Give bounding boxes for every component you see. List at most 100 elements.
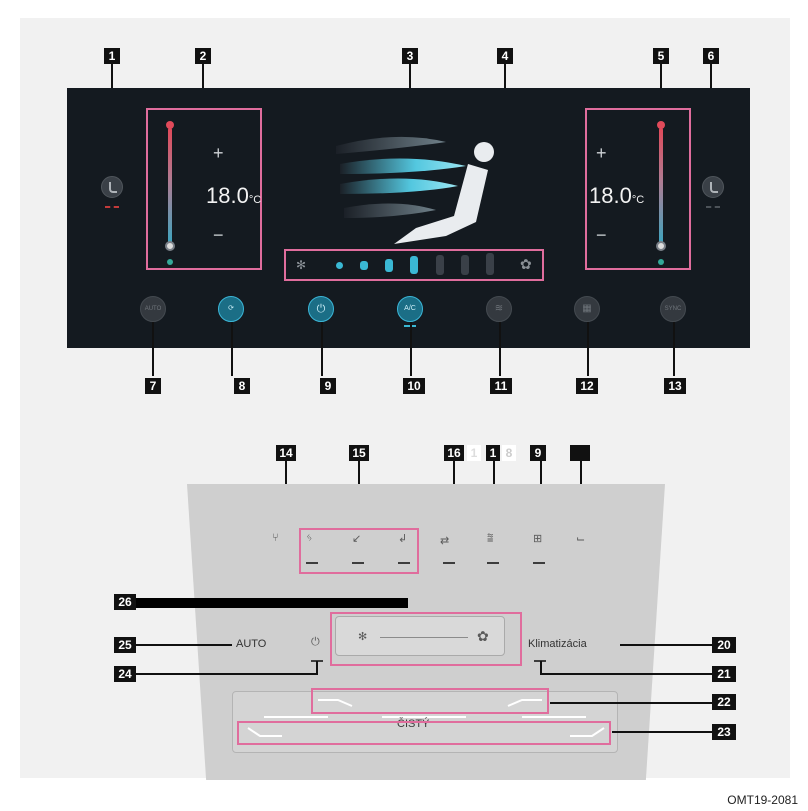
callout-20: 20 [712,637,736,653]
callout-17: 1 [467,445,481,461]
left-temp-minus-button[interactable]: − [213,226,224,244]
callout-2: 2 [195,48,211,64]
fan-level-5[interactable] [436,255,444,275]
feet-vent-indicator [398,562,410,564]
leader-13 [673,322,675,376]
callout-9: 9 [320,378,336,394]
leader-21 [540,673,712,675]
callout-8: 8 [234,378,250,394]
callout-18a: 1 [486,445,500,461]
leader-9 [321,322,323,376]
airflow-seat-graphic [326,124,506,254]
body-vent-indicator [352,562,364,564]
callout-23: 23 [712,724,736,740]
front-defrost-button[interactable]: ≋ [486,296,512,322]
left-temp-bar[interactable] [168,128,172,246]
fan-panel-track [380,637,468,638]
leader-21b [540,661,542,675]
left-seat-heater-button[interactable] [101,176,123,198]
left-temp-plus-button[interactable]: + [213,144,224,162]
rear-defrost-icon: ▦ [582,303,591,314]
callout-1: 1 [104,48,120,64]
callout-26: 26 [114,594,136,610]
sync-button[interactable]: SYNC [660,296,686,322]
leader-8 [231,322,233,376]
callout-13: 13 [664,378,686,394]
fan-level-4[interactable] [410,256,418,274]
right-seat-heater-indicator [706,206,720,208]
power-panel-icon[interactable]: ⏻ [311,636,320,649]
fan-level-2[interactable] [360,261,368,270]
leader-23 [612,731,712,733]
right-temp-knob[interactable] [656,241,666,251]
body-vent-icon[interactable]: ↙ [352,532,361,545]
right-temp-top-dot [657,121,665,129]
auto-label[interactable]: AUTO [236,638,266,650]
rear-defrost-button[interactable]: ▦ [574,296,600,322]
callout-3: 3 [402,48,418,64]
face-vent-indicator [306,562,318,564]
seat-ventilation-icon[interactable]: ⌙ [576,532,585,545]
callout-16: 16 [444,445,464,461]
shelf-line-left [264,716,328,718]
right-temp-plus-button[interactable]: + [596,144,607,162]
fan-level-7[interactable] [486,253,494,275]
callout-blank [570,445,590,461]
fan-panel-low-icon: ✻ [358,630,367,643]
rear-defrost-panel-icon[interactable]: ⊞ [533,532,542,545]
callout-11: 11 [490,378,512,394]
leader-11 [499,322,501,376]
callout-4: 4 [497,48,513,64]
right-seat-heat-slider[interactable] [504,696,544,708]
callout-15: 15 [349,445,369,461]
left-temp-value: 18.0°C [206,183,261,209]
leader-7 [152,322,154,376]
feet-vent-icon[interactable]: ↲ [398,532,407,545]
leader-20 [620,644,712,646]
leader-24 [136,673,318,675]
rear-defrost-panel-indicator [533,562,545,564]
auto-button[interactable]: AUTO [140,296,166,322]
recirculation-button[interactable]: ⟳ [218,296,244,322]
callout-18b: 8 [502,445,516,461]
left-seat-vent-slider[interactable] [246,726,286,740]
shelf-line-right [522,716,586,718]
right-seat-heater-button[interactable] [702,176,724,198]
fan-high-icon: ✿ [520,256,532,273]
fan-level-1[interactable] [336,262,343,269]
right-seat-vent-slider[interactable] [566,726,606,740]
callout-22: 22 [712,694,736,710]
seat-heat-icon[interactable]: ⑂ [272,532,279,544]
ac-button[interactable]: A/C [397,296,423,322]
left-temp-indicator-dot [167,259,173,265]
leader-10 [410,322,412,376]
callout-21: 21 [712,666,736,682]
ac-label[interactable]: Klimatizácia [528,638,587,650]
seat-vent-highlight [237,721,611,745]
front-defrost-panel-icon[interactable]: ⩰ [487,532,493,545]
callout-10: 10 [403,378,425,394]
recirculation-icon: ⟳ [228,305,234,312]
left-seat-heat-slider[interactable] [316,696,356,708]
recirculation-panel-icon[interactable]: ⇄ [440,534,449,547]
callout-5: 5 [653,48,669,64]
front-defrost-panel-indicator [487,562,499,564]
power-icon: ⏻ [317,303,326,315]
right-temp-value: 18.0°C [589,183,644,209]
callout-6: 6 [703,48,719,64]
fan-level-3[interactable] [385,259,393,272]
fan-panel-high-icon: ✿ [477,628,489,645]
face-vent-icon[interactable]: ᛃ [306,532,313,544]
fan-level-6[interactable] [461,255,469,275]
left-seat-heater-indicator [105,206,119,208]
left-temp-knob[interactable] [165,241,175,251]
leader-24b [316,661,318,675]
power-button[interactable]: ⏻ [308,296,334,322]
leader-25 [136,644,232,646]
right-temp-minus-button[interactable]: − [596,226,607,244]
right-temp-indicator-dot [658,259,664,265]
front-defrost-icon: ≋ [495,303,503,314]
callout-24: 24 [114,666,136,682]
right-temp-bar[interactable] [659,128,663,246]
